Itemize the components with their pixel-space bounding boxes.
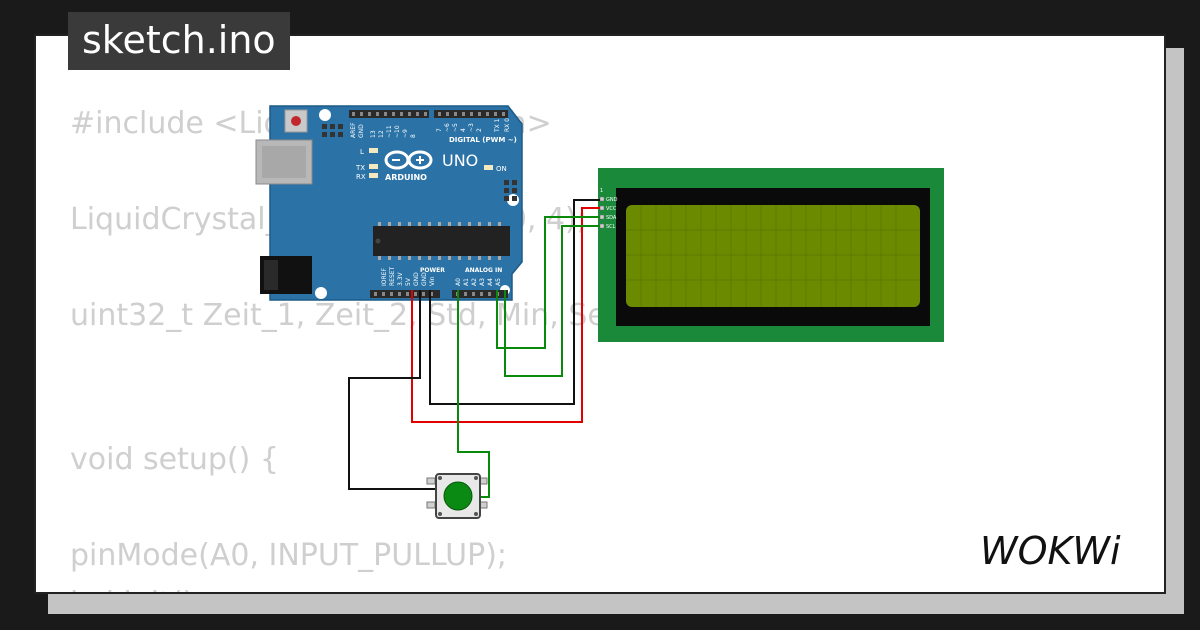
wire-sda <box>496 216 600 349</box>
mounting-hole <box>315 287 327 299</box>
svg-text:AREF: AREF <box>350 122 357 138</box>
power-pin-labels: IOREF RESET 3.3V 5V GND GND Vin <box>381 266 436 286</box>
svg-text:GND: GND <box>421 272 428 286</box>
svg-text:RESET: RESET <box>389 266 396 286</box>
svg-text:7: 7 <box>436 128 443 132</box>
svg-text:8: 8 <box>410 134 417 138</box>
svg-text:A3: A3 <box>479 278 486 286</box>
svg-text:TX 1: TX 1 <box>494 118 501 133</box>
code-line: pinMode(A0, INPUT_PULLUP); <box>70 538 508 573</box>
svg-text:A1: A1 <box>463 278 470 286</box>
wire-scl <box>504 225 600 377</box>
button-cap[interactable] <box>443 481 473 511</box>
svg-text:IOREF: IOREF <box>381 268 388 286</box>
svg-text:VCC: VCC <box>606 206 617 212</box>
brand-label: ARDUINO <box>385 173 427 182</box>
microcontroller-chip <box>373 226 510 256</box>
analog-label: ANALOG IN <box>465 267 502 274</box>
digital-label: DIGITAL (PWM ~) <box>449 136 517 144</box>
icsp-header <box>322 124 343 137</box>
lcd-display[interactable]: 1 GND VCC SDA SCL <box>598 168 944 342</box>
svg-text:TX: TX <box>355 164 365 172</box>
svg-text:SDA: SDA <box>606 215 617 221</box>
wire-gnd-button <box>348 290 436 490</box>
svg-text:GND: GND <box>358 124 365 138</box>
svg-text:A2: A2 <box>471 278 478 286</box>
lcd-pin-labels: 1 GND VCC SDA SCL <box>600 188 618 230</box>
svg-text:12: 12 <box>378 130 385 138</box>
svg-text:3.3V: 3.3V <box>397 271 404 286</box>
push-button[interactable] <box>426 473 488 519</box>
svg-text:RX 0: RX 0 <box>504 118 511 132</box>
project-title: sketch.ino <box>68 12 290 70</box>
svg-text:~6: ~6 <box>444 123 451 132</box>
svg-text:~11: ~11 <box>386 125 393 138</box>
icsp-header-2 <box>504 180 517 201</box>
arduino-uno-board[interactable]: AREF GND 13 12 ~11 ~10 ~9 8 7 ~6 ~5 4 ~3… <box>255 105 523 301</box>
svg-text:Vin: Vin <box>429 276 436 286</box>
svg-text:~10: ~10 <box>394 125 401 138</box>
status-leds: L TX RX ON <box>355 148 507 181</box>
svg-text:5V: 5V <box>405 277 412 286</box>
wires <box>348 199 600 498</box>
digital-header-left <box>349 110 429 118</box>
svg-text:A0: A0 <box>455 278 462 286</box>
svg-text:13: 13 <box>370 130 377 138</box>
svg-text:A5: A5 <box>495 278 502 286</box>
wokwi-brand-text: WOKWi <box>980 529 1121 573</box>
svg-text:GND: GND <box>606 197 618 203</box>
analog-pin-labels: A0 A1 A2 A3 A4 A5 <box>455 278 502 286</box>
svg-text:1: 1 <box>600 188 603 194</box>
lcd-screen <box>626 205 920 307</box>
code-line: void setup() { <box>70 442 279 477</box>
svg-text:SCL: SCL <box>606 224 616 230</box>
arduino-logo-icon <box>384 150 433 170</box>
svg-text:~5: ~5 <box>452 123 459 132</box>
svg-text:2: 2 <box>476 128 483 132</box>
power-header <box>370 290 440 298</box>
model-label: UNO <box>442 151 478 170</box>
mounting-hole <box>319 109 331 121</box>
svg-text:A4: A4 <box>487 278 494 286</box>
wire-gnd-lcd <box>429 199 600 405</box>
svg-text:GND: GND <box>413 272 420 286</box>
code-line: uint32_t Zeit_1, Zeit_2, Std, Min, Sek; <box>70 298 634 333</box>
code-line: lcd.init(); <box>70 586 204 592</box>
wokwi-logo: WOKWi <box>980 529 1121 573</box>
svg-text:~3: ~3 <box>468 123 475 132</box>
svg-text:4: 4 <box>460 128 467 132</box>
svg-text:ON: ON <box>496 165 507 173</box>
power-label: POWER <box>420 267 445 274</box>
svg-text:RX: RX <box>356 173 366 181</box>
svg-text:L: L <box>360 148 364 156</box>
wire-a0-button <box>457 290 490 498</box>
svg-text:~9: ~9 <box>402 129 409 138</box>
top-pin-labels: AREF GND 13 12 ~11 ~10 ~9 8 7 ~6 ~5 4 ~3… <box>350 118 511 138</box>
